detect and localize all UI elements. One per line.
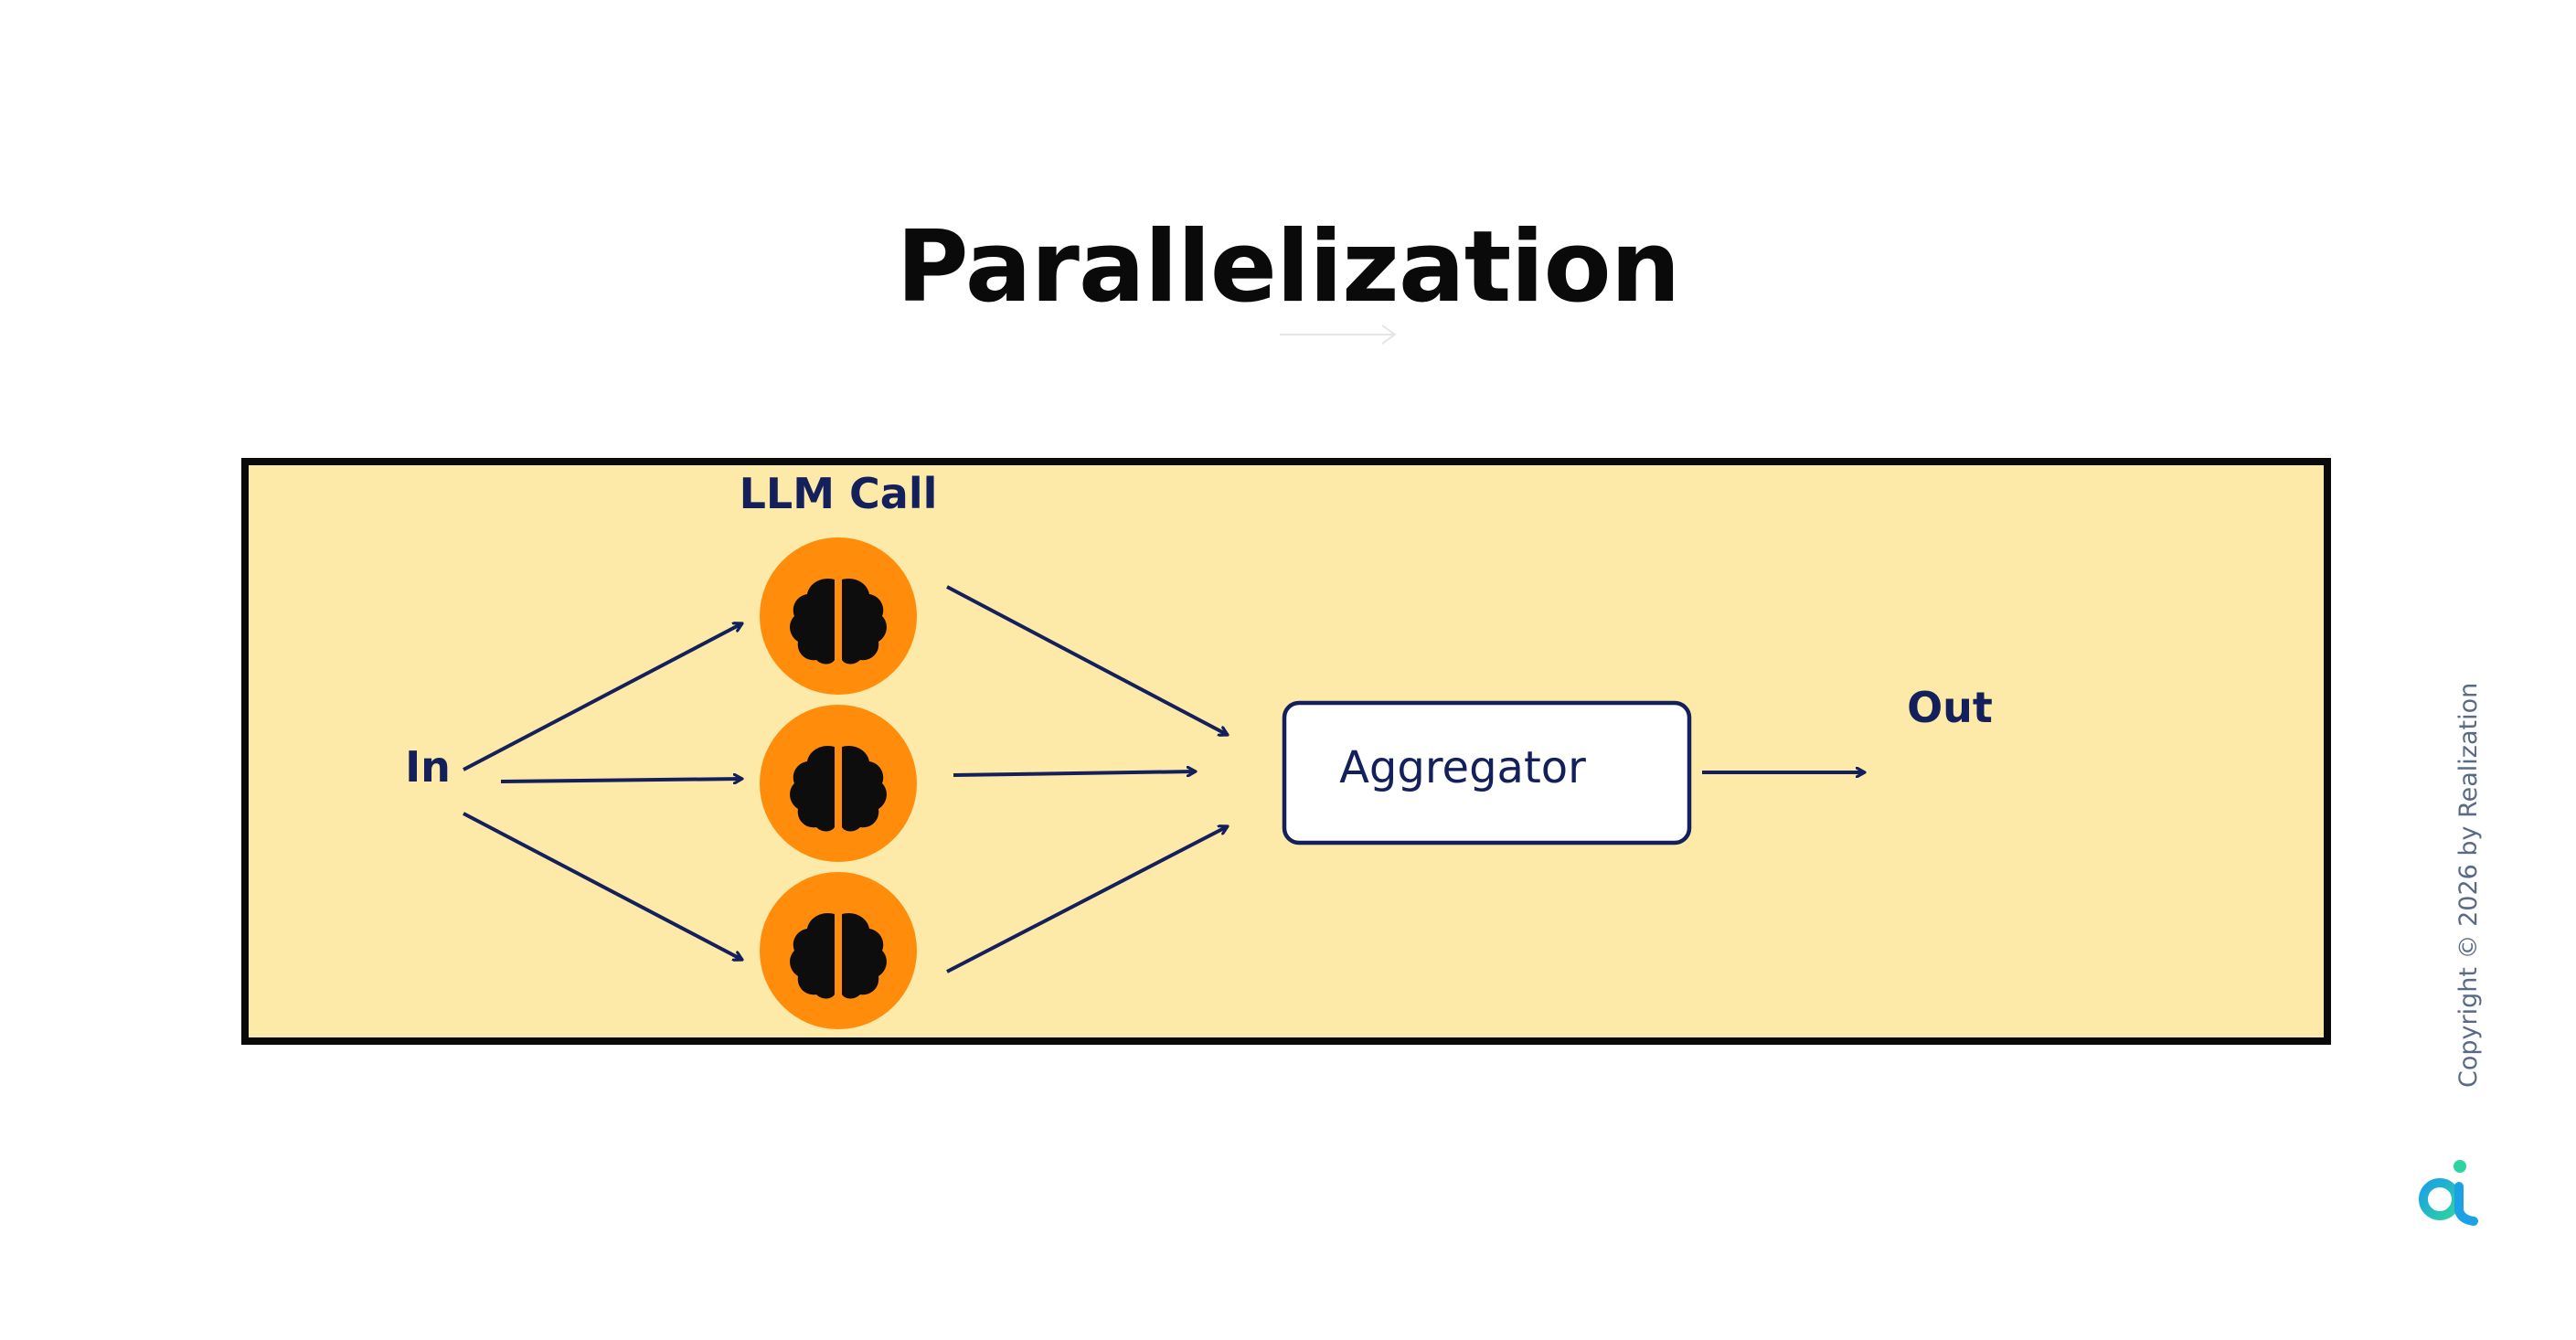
realization-logo-icon — [2419, 1160, 2478, 1226]
arrow-in-to-llm-1 — [463, 623, 742, 771]
copyright-text: Copyright © 2026 by Realization — [2454, 682, 2483, 1088]
arrow-llm-3-to-aggregator — [946, 826, 1228, 973]
arrow-in-to-llm-3 — [463, 812, 742, 960]
input-label: In — [405, 742, 451, 792]
aggregation-arrows — [946, 585, 1228, 973]
input-arrows — [463, 623, 742, 960]
aggregator-label: Aggregator — [1339, 742, 1586, 793]
aggregator-node: Aggregator — [1282, 700, 1692, 845]
title-underline-arrow — [1280, 324, 1397, 345]
llm-call-group-label: LLM Call — [740, 469, 938, 518]
llm-call-node-2 — [760, 705, 917, 862]
llm-call-node-3 — [760, 872, 917, 1029]
page-title: Parallelization — [896, 210, 1680, 324]
arrow-in-to-llm-2 — [500, 779, 742, 782]
llm-call-node-1 — [760, 537, 917, 695]
arrow-llm-1-to-aggregator — [946, 585, 1228, 735]
arrow-llm-2-to-aggregator — [953, 771, 1196, 775]
output-label: Out — [1907, 683, 1993, 732]
